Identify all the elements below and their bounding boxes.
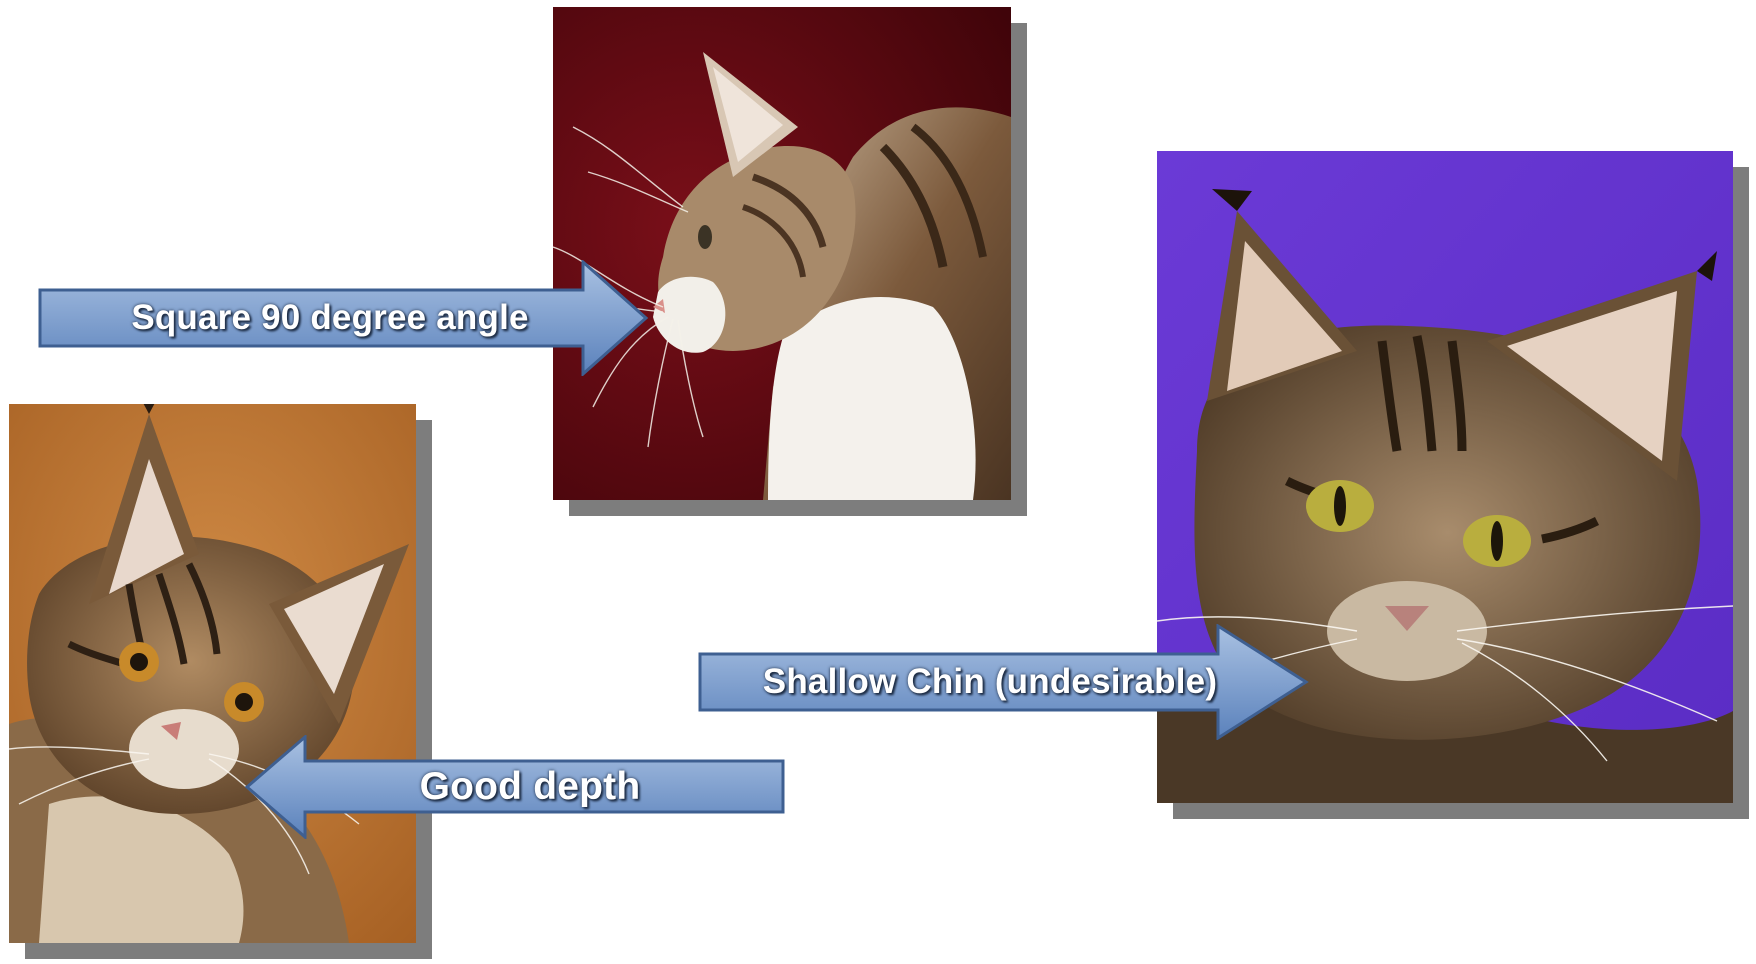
shallow-chin-arrow [698, 624, 1309, 740]
good-depth-photo-frame [9, 404, 416, 943]
profile-photo-frame [553, 7, 1011, 500]
cat-profile-photo [553, 7, 1011, 500]
good-depth-arrow [245, 735, 785, 839]
square-angle-arrow [38, 260, 649, 376]
good-depth-label: Good depth [419, 765, 641, 808]
square-angle-label: Square 90 degree angle [131, 298, 529, 337]
shallow-chin-label: Shallow Chin (undesirable) [762, 662, 1218, 701]
cat-good-depth-photo [9, 404, 416, 943]
